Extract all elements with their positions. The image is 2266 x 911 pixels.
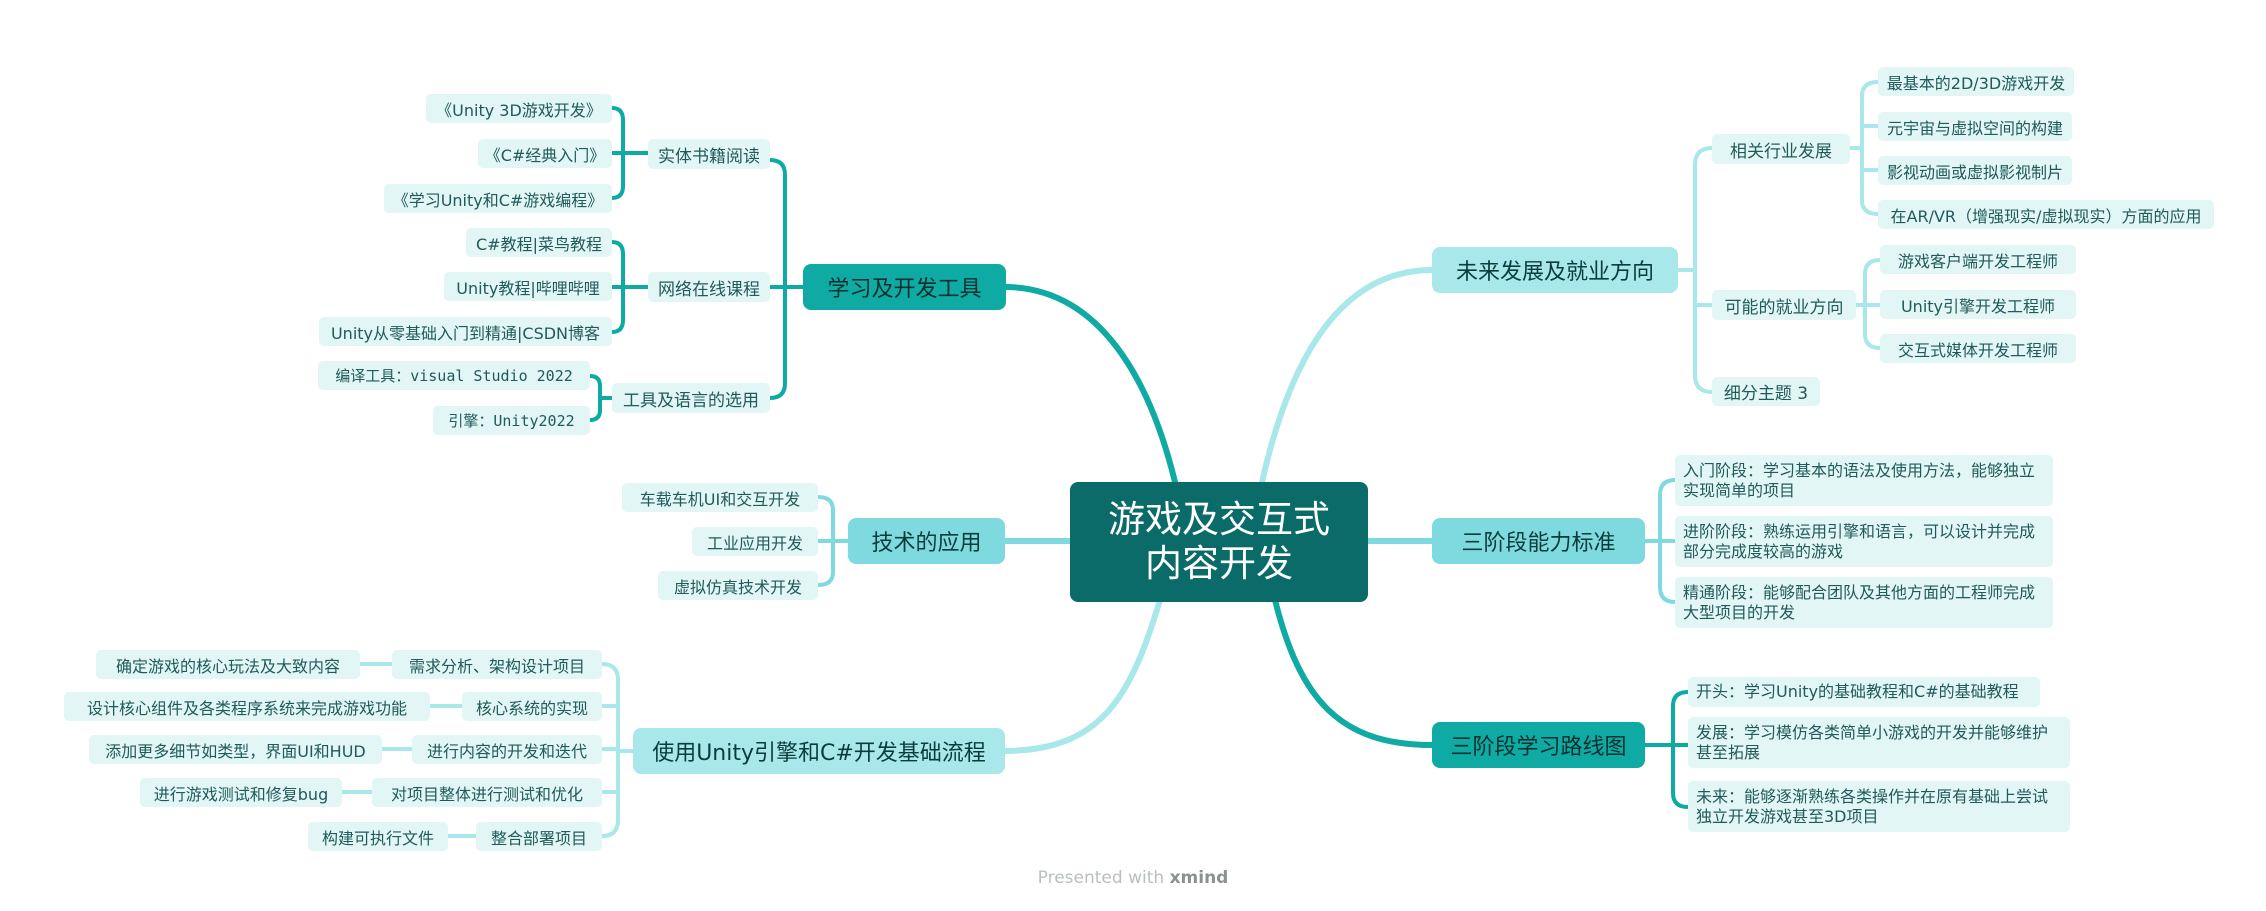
industry-item[interactable]: 影视动画或虚拟影视制片: [1878, 156, 2072, 185]
route-stage[interactable]: 发展：学习模仿各类简单小游戏的开发并能够维护甚至拓展: [1688, 717, 2070, 768]
branch-applications[interactable]: 技术的应用: [848, 518, 1005, 564]
central-topic-line1: 游戏及交互式: [1108, 498, 1330, 541]
branch-ability-standards[interactable]: 三阶段能力标准: [1432, 518, 1645, 564]
application-item[interactable]: 工业应用开发: [692, 527, 818, 556]
course-item[interactable]: Unity从零基础入门到精通|CSDN博客: [319, 317, 612, 346]
flow-step[interactable]: 对项目整体进行测试和优化: [372, 778, 602, 807]
route-stage[interactable]: 开头：学习Unity的基础教程和C#的基础教程: [1688, 677, 2040, 707]
connector: [1003, 284, 1178, 485]
route-stage[interactable]: 未来：能够逐渐熟练各类操作并在原有基础上尝试独立开发游戏甚至3D项目: [1688, 781, 2070, 832]
industry-item[interactable]: 最基本的2D/3D游戏开发: [1878, 67, 2074, 96]
book-item[interactable]: 《Unity 3D游戏开发》: [426, 94, 612, 123]
industry-item[interactable]: 在AR/VR（增强现实/虚拟现实）方面的应用: [1878, 200, 2214, 229]
flow-step[interactable]: 进行内容的开发和迭代: [412, 735, 602, 764]
flow-step[interactable]: 整合部署项目: [476, 822, 602, 851]
course-item[interactable]: Unity教程|哔哩哔哩: [444, 272, 612, 301]
topic-subtopic[interactable]: 细分主题 3: [1712, 377, 1820, 406]
branch-unity-flow[interactable]: 使用Unity引擎和C#开发基础流程: [633, 728, 1005, 774]
job-item[interactable]: 游戏客户端开发工程师: [1880, 245, 2076, 274]
branch-future-career[interactable]: 未来发展及就业方向: [1432, 247, 1678, 293]
topic-tools-language[interactable]: 工具及语言的选用: [612, 383, 770, 413]
ability-stage[interactable]: 入门阶段：学习基本的语法及使用方法，能够独立实现简单的项目: [1675, 455, 2053, 506]
course-item[interactable]: C#教程|菜鸟教程: [466, 228, 612, 257]
connector: [1272, 597, 1435, 748]
flow-step-detail[interactable]: 构建可执行文件: [308, 822, 448, 851]
flow-step-detail[interactable]: 设计核心组件及各类程序系统来完成游戏功能: [64, 692, 430, 721]
application-item[interactable]: 虚拟仿真技术开发: [658, 571, 818, 600]
tool-item[interactable]: 编译工具：visual Studio 2022: [318, 361, 590, 390]
topic-industry[interactable]: 相关行业发展: [1712, 134, 1850, 164]
branch-tools[interactable]: 学习及开发工具: [803, 264, 1006, 310]
tool-item[interactable]: 引擎：Unity2022: [433, 406, 590, 435]
flow-step-detail[interactable]: 添加更多细节如类型，界面UI和HUD: [89, 735, 382, 764]
branch-learning-route[interactable]: 三阶段学习路线图: [1432, 722, 1645, 768]
flow-step-detail[interactable]: 进行游戏测试和修复bug: [140, 778, 342, 807]
ability-stage[interactable]: 精通阶段：能够配合团队及其他方面的工程师完成大型项目的开发: [1675, 577, 2053, 628]
connector: [1259, 267, 1435, 485]
footer-prefix: Presented with: [1037, 868, 1165, 888]
presented-with-footer: Presented with xmind: [0, 868, 2266, 888]
flow-step-detail[interactable]: 确定游戏的核心玩法及大致内容: [96, 650, 360, 679]
job-item[interactable]: Unity引擎开发工程师: [1880, 290, 2076, 319]
book-item[interactable]: 《C#经典入门》: [478, 139, 612, 168]
xmind-brand: xmind: [1169, 868, 1229, 888]
application-item[interactable]: 车载车机UI和交互开发: [622, 483, 818, 512]
industry-item[interactable]: 元宇宙与虚拟空间的构建: [1878, 112, 2072, 141]
connector: [1002, 597, 1163, 754]
central-topic[interactable]: 游戏及交互式 内容开发: [1070, 482, 1368, 602]
topic-books[interactable]: 实体书籍阅读: [648, 139, 770, 169]
flow-step[interactable]: 核心系统的实现: [462, 692, 602, 721]
book-item[interactable]: 《学习Unity和C#游戏编程》: [384, 184, 612, 213]
topic-jobs[interactable]: 可能的就业方向: [1712, 290, 1856, 320]
topic-online[interactable]: 网络在线课程: [648, 272, 770, 302]
central-topic-line2: 内容开发: [1145, 542, 1293, 585]
ability-stage[interactable]: 进阶阶段：熟练运用引擎和语言，可以设计并完成部分完成度较高的游戏: [1675, 516, 2053, 567]
flow-step[interactable]: 需求分析、架构设计项目: [392, 650, 602, 679]
job-item[interactable]: 交互式媒体开发工程师: [1880, 334, 2076, 363]
